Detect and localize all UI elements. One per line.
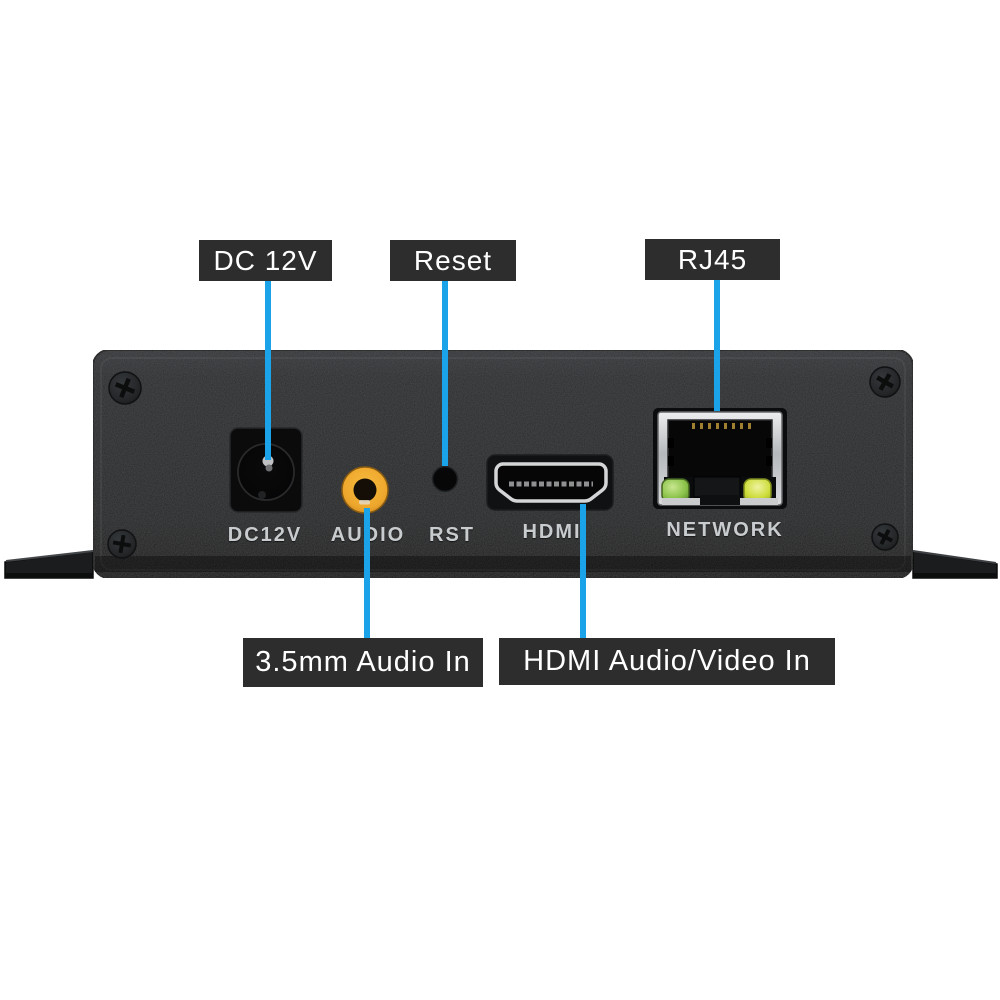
callout-audio-in: 3.5mm Audio In: [243, 638, 483, 687]
dc-barrel-jack: [229, 427, 303, 513]
hdmi-type-a-port: [486, 454, 614, 511]
callout-reset: Reset: [390, 240, 516, 281]
panel-label-dc12v: DC12V: [227, 524, 303, 546]
audio-3-5mm-jack: [341, 466, 389, 514]
reset-pinhole: [431, 465, 459, 493]
leader-line-reset: [442, 280, 448, 466]
panel-label-hdmi: HDMI: [522, 521, 582, 543]
leader-line-audio: [364, 508, 370, 638]
rj45-ethernet-port: [653, 408, 787, 509]
callout-hdmi-in: HDMI Audio/Video In: [499, 638, 835, 685]
panel-label-rst: RST: [429, 524, 475, 546]
leader-line-rj45: [714, 279, 720, 411]
screw-top-left: [108, 371, 142, 405]
leader-line-hdmi: [580, 504, 586, 638]
callout-dc12v: DC 12V: [199, 240, 332, 281]
panel-label-network: NETWORK: [666, 519, 784, 541]
mounting-flange-left: [4, 550, 94, 579]
mounting-flange-right: [912, 550, 998, 579]
leader-line-dc12v: [265, 280, 271, 460]
screw-bottom-left: [107, 529, 137, 559]
callout-rj45: RJ45: [645, 239, 780, 280]
screw-top-right: [869, 366, 901, 398]
screw-bottom-right: [871, 523, 899, 551]
